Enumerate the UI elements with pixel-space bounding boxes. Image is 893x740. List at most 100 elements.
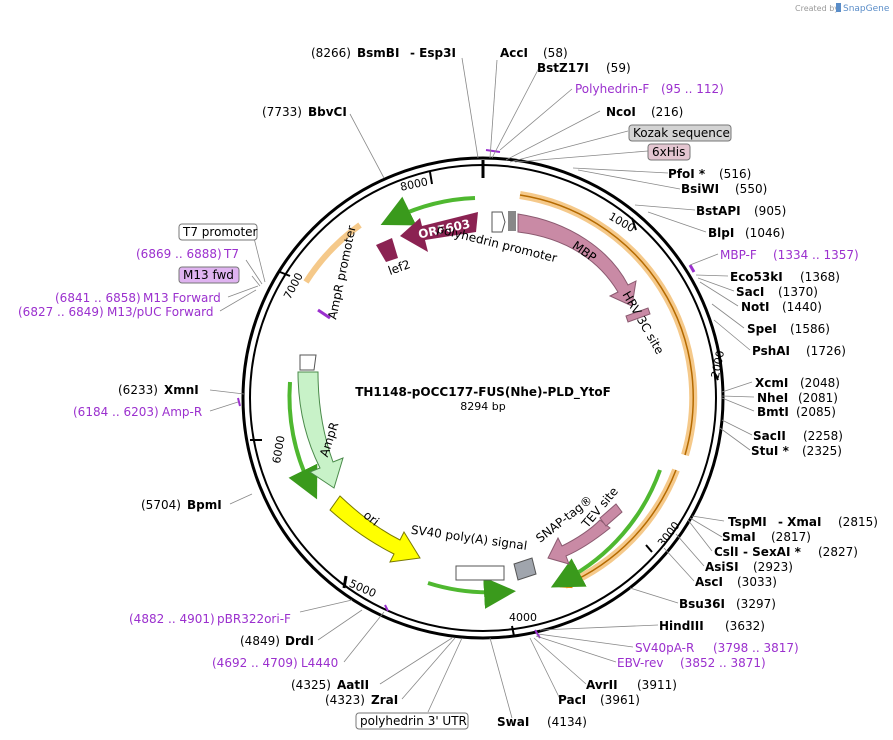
site-asisi[interactable]: AsiSI (705, 560, 739, 574)
snap-tag-arrow[interactable] (547, 519, 611, 565)
primer-l4440[interactable]: L4440 (301, 656, 338, 670)
primer-amp-r[interactable]: Amp-R (162, 405, 202, 419)
site-acci-pos: (58) (543, 46, 568, 60)
mbp-f-mark (688, 264, 696, 273)
primer-m13-puc-forward[interactable]: M13/pUC Forward (107, 305, 214, 319)
orf603-arrow[interactable] (400, 212, 478, 252)
hrv3c-mark[interactable] (625, 307, 651, 323)
site-ncoi[interactable]: NcoI (606, 105, 636, 119)
ampr-promoter-label: AmpR promoter (325, 224, 359, 320)
site-avrii[interactable]: AvrII (586, 678, 618, 692)
primer-ebv-rev[interactable]: EBV-rev (617, 656, 663, 670)
ampr-arrow[interactable] (297, 371, 344, 489)
site-pshai[interactable]: PshAI (752, 344, 790, 358)
primer-t7[interactable]: T7 (223, 247, 239, 261)
polyhedrin-promoter-arrow[interactable] (491, 211, 506, 233)
sv40-box[interactable] (455, 565, 505, 581)
site-csli[interactable]: CslI (714, 545, 739, 559)
site-hindiii-pos: (3632) (725, 619, 765, 633)
site-paci[interactable]: PacI (558, 693, 586, 707)
site-noti-pos: (1440) (782, 300, 822, 314)
primer-polyhedrin-f-pos: (95 .. 112) (661, 82, 724, 96)
site-tspmi[interactable]: TspMI (728, 515, 767, 529)
ampr-promoter-arrow[interactable] (299, 354, 317, 371)
site-aatii-pos: (4325) (291, 678, 331, 692)
site-blpi[interactable]: BlpI (708, 226, 734, 240)
lef2-arrow[interactable] (376, 238, 398, 262)
site-esp3i[interactable]: - Esp3I (410, 46, 456, 60)
site-bsiwi[interactable]: BsiWI (681, 182, 719, 196)
site-hindiii[interactable]: HindIII (659, 619, 704, 633)
site-swai-pos: (4134) (547, 715, 587, 729)
ori-arrow[interactable] (329, 495, 421, 563)
site-stui-pos: (2325) (802, 444, 842, 458)
site-bmti[interactable]: BmtI (757, 405, 789, 419)
site-asisi-pos: (2923) (753, 560, 793, 574)
tick-mark-5000 (342, 575, 348, 589)
kozak-box (628, 124, 732, 142)
primer-sv40pa-r[interactable]: SV40pA-R (635, 641, 694, 655)
site-ncoi-pos: (216) (651, 105, 683, 119)
site-sexai[interactable]: - SexAI * (743, 545, 802, 559)
primer-m13-puc-forward-pos: (6827 .. 6849) (18, 305, 104, 319)
tick-mark-2000 (713, 371, 719, 381)
orange-band-snap (563, 468, 680, 589)
tick-mark-4000 (511, 625, 515, 637)
site-bbvci[interactable]: BbvCI (308, 105, 347, 119)
feature-polyhedrin-utr[interactable]: polyhedrin 3' UTR (360, 714, 467, 728)
site-xcmi[interactable]: XcmI (755, 376, 788, 390)
site-bstapi[interactable]: BstAPI (696, 204, 741, 218)
site-smai[interactable]: SmaI (722, 530, 756, 544)
site-bsu36i[interactable]: Bsu36I (679, 597, 725, 611)
site-xmai[interactable]: - XmaI (778, 515, 821, 529)
site-saci[interactable]: SacI (736, 285, 764, 299)
site-noti[interactable]: NotI (741, 300, 770, 314)
primer-pbr322ori-f[interactable]: pBR322ori-F (217, 612, 291, 626)
green-arrow-ampr (287, 381, 318, 500)
site-blpi-pos: (1046) (745, 226, 785, 240)
primer-mbp-f[interactable]: MBP-F (720, 248, 757, 262)
polyhedrin-f-mark (485, 149, 501, 153)
site-bstapi-pos: (905) (754, 204, 786, 218)
site-asci[interactable]: AscI (695, 575, 723, 589)
site-bpmi[interactable]: BpmI (187, 498, 222, 512)
primer-amp-r-pos: (6184 .. 6203) (73, 405, 159, 419)
feature-t7-promoter[interactable]: T7 promoter (182, 225, 258, 239)
site-xmni[interactable]: XmnI (164, 383, 199, 397)
plasmid-size: 8294 bp (460, 400, 505, 413)
site-swai[interactable]: SwaI (497, 715, 529, 729)
site-sacii[interactable]: SacII (753, 429, 786, 443)
site-nhei-pos: (2081) (798, 391, 838, 405)
tick-mark-7000 (279, 271, 291, 277)
site-bstz17i[interactable]: BstZ17I (537, 61, 589, 75)
site-eco53ki[interactable]: Eco53kI (730, 270, 783, 284)
sv40-label: SV40 poly(A) signal (410, 523, 528, 553)
left-leader-lines (209, 57, 479, 713)
site-paci-pos: (3961) (600, 693, 640, 707)
orange-line-snap (559, 469, 677, 589)
site-aatii[interactable]: AatII (337, 678, 369, 692)
credit-brand: SnapGene (843, 4, 890, 14)
site-pfoi[interactable]: PfoI * (668, 167, 706, 181)
primer-polyhedrin-f[interactable]: Polyhedrin-F (575, 82, 649, 96)
feature-m13-fwd[interactable]: M13 fwd (183, 268, 234, 282)
site-stui[interactable]: StuI * (751, 444, 790, 458)
green-arrow-orf (380, 196, 476, 226)
feature-kozak[interactable]: Kozak sequence (633, 126, 730, 140)
tev-site-mark[interactable] (599, 503, 623, 527)
orange-line-mbp (519, 194, 694, 456)
site-bsmbi-pos: (8266) (311, 46, 351, 60)
site-acci[interactable]: AccI (500, 46, 528, 60)
mbp-arrow[interactable] (517, 213, 637, 307)
site-bsmbi[interactable]: BsmBI (357, 46, 399, 60)
feature-6xhis[interactable]: 6xHis (652, 145, 685, 159)
tick-mark-8000 (429, 171, 433, 185)
site-spei[interactable]: SpeI (747, 322, 777, 336)
site-bsiwi-pos: (550) (735, 182, 767, 196)
primer-m13-forward[interactable]: M13 Forward (143, 291, 221, 305)
site-nhei[interactable]: NheI (757, 391, 788, 405)
site-xcmi-pos: (2048) (800, 376, 840, 390)
site-zrai[interactable]: ZraI (371, 693, 398, 707)
site-drdi[interactable]: DrdI (285, 634, 314, 648)
